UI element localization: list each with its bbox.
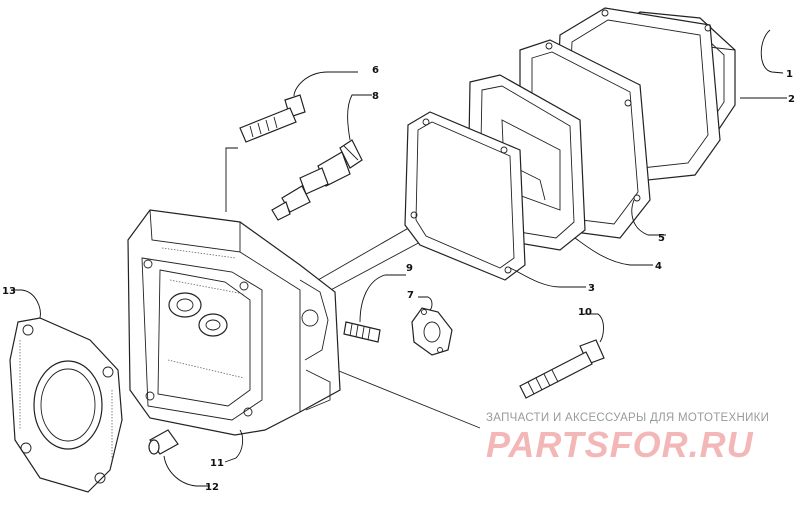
watermark-subtitle: ЗАПЧАСТИ И АКСЕССУАРЫ ДЛЯ МОТОТЕХНИКИ <box>486 412 770 424</box>
head-gasket <box>9 317 123 493</box>
callout-7: 7 <box>407 290 414 301</box>
callout-13: 13 <box>2 286 16 297</box>
cylinder-head <box>127 209 341 436</box>
callout-5: 5 <box>658 233 665 244</box>
callout-10: 10 <box>578 307 592 318</box>
callout-8: 8 <box>372 91 379 102</box>
callout-12: 12 <box>205 482 219 493</box>
watermark-logo: PARTSFOR.RU <box>486 424 754 465</box>
bolt-6 <box>239 94 306 143</box>
spark-plug <box>271 139 363 221</box>
callout-2: 2 <box>788 94 795 105</box>
intake-gasket <box>411 307 453 356</box>
callout-11: 11 <box>210 458 224 469</box>
callouts: 1 2 3 4 5 6 7 8 9 10 11 12 13 <box>2 65 795 493</box>
callout-9: 9 <box>406 263 413 274</box>
rocker-gasket <box>404 111 526 281</box>
stud-9 <box>343 321 381 343</box>
dowel-pin <box>148 429 179 455</box>
callout-6: 6 <box>372 65 379 76</box>
leader-lines <box>12 29 787 487</box>
callout-3: 3 <box>588 283 595 294</box>
callout-1: 1 <box>786 69 793 80</box>
callout-4: 4 <box>655 261 662 272</box>
bolt-10 <box>519 339 605 399</box>
